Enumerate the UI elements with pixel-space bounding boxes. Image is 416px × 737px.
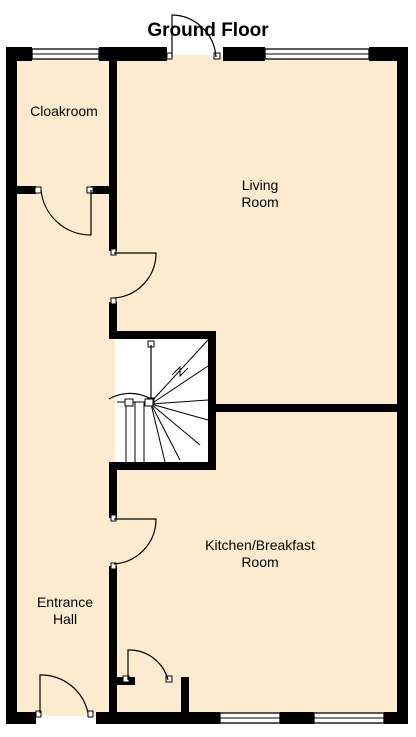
living-name-line1: Living: [241, 177, 279, 193]
window-bottom-right: [313, 712, 385, 724]
cloakroom-name: Cloakroom: [30, 103, 98, 119]
room-label-living: Living Room: [210, 177, 310, 211]
floor-title: Ground Floor: [147, 20, 269, 41]
window-bottom-left: [219, 712, 281, 724]
kitchen-name-line2: Room: [241, 554, 279, 570]
kitchen-name-line1: Kitchen/Breakfast: [205, 537, 315, 553]
window-top-living: [264, 48, 370, 60]
room-label-kitchen: Kitchen/Breakfast Room: [180, 537, 340, 571]
internal-walls: [14, 55, 404, 716]
hall-name-line2: Hall: [52, 611, 78, 627]
room-label-cloakroom: Cloakroom: [18, 103, 110, 120]
door-jambs: [34, 52, 221, 718]
hall-name-line1: Entrance: [36, 594, 94, 610]
room-label-entrance-hall: Entrance Hall: [20, 594, 110, 628]
door-swings: [39, 14, 217, 714]
living-name-line2: Room: [241, 194, 279, 210]
window-top-cloakroom: [31, 48, 100, 60]
staircase: [117, 339, 209, 463]
